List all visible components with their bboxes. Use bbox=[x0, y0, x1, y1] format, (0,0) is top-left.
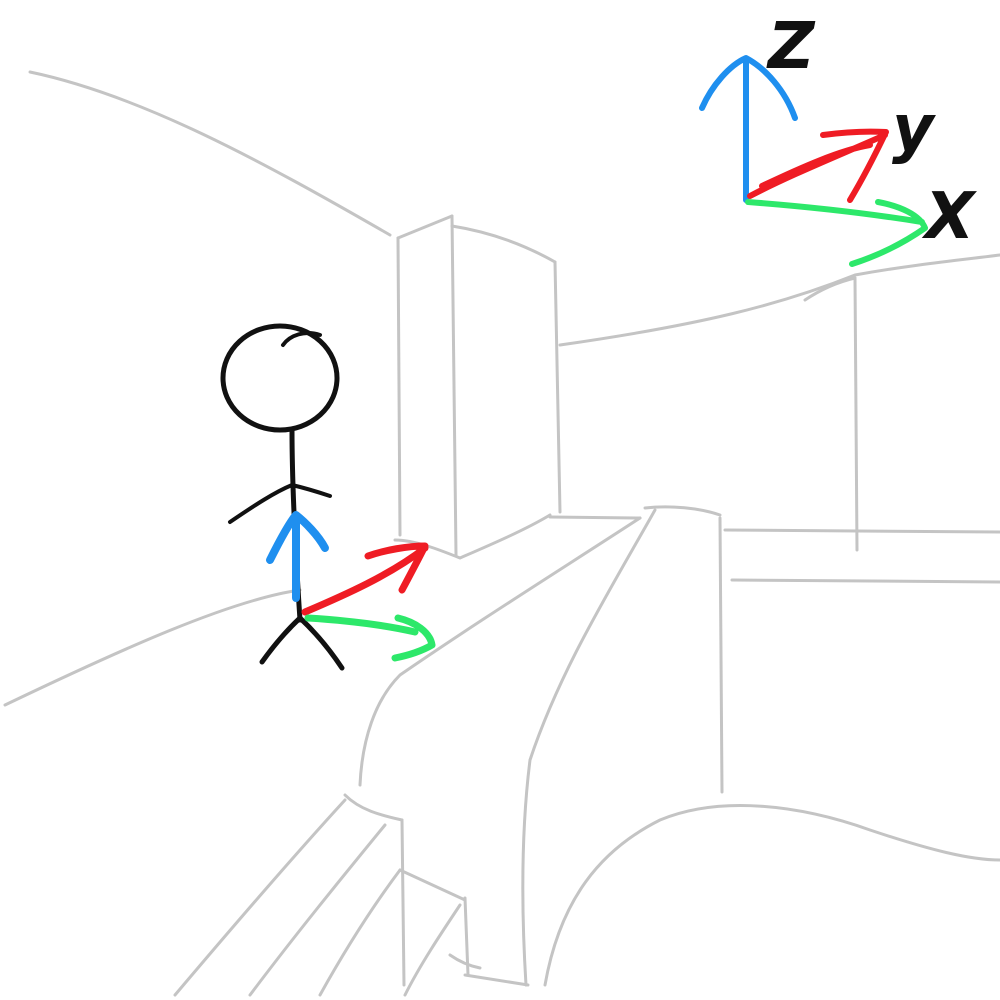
back-wall-top bbox=[558, 253, 1000, 347]
y-axis-label: y bbox=[892, 92, 936, 166]
level-geometry bbox=[3, 70, 1000, 997]
world-x-axis-arrow-icon bbox=[745, 199, 928, 267]
figure-right-leg bbox=[297, 615, 345, 671]
pillar-top-left bbox=[396, 214, 454, 240]
z-axis-label: Z bbox=[766, 10, 816, 84]
stair-post-2 bbox=[463, 896, 470, 977]
stair-edge-1 bbox=[173, 798, 347, 997]
pillar-base bbox=[393, 513, 552, 560]
pillar-front-right bbox=[450, 214, 458, 557]
back-floor-line-2 bbox=[730, 578, 1000, 584]
stair-ledge bbox=[343, 793, 404, 822]
figure-arms bbox=[228, 483, 332, 524]
world-axis-gizmo: Z y X bbox=[699, 10, 977, 267]
stair-step-top bbox=[398, 868, 467, 902]
ceiling-edge-left bbox=[28, 70, 392, 237]
figure-head-hair bbox=[281, 331, 322, 347]
figure-head bbox=[220, 323, 340, 433]
local-x-arrow-icon bbox=[304, 614, 436, 662]
pillar-top-right bbox=[450, 224, 557, 264]
x-axis-label: X bbox=[921, 180, 977, 254]
walkway-end bbox=[643, 505, 722, 517]
walkway-left-edge bbox=[358, 516, 642, 787]
back-wall-corner bbox=[853, 276, 859, 552]
pillar-front-left bbox=[396, 236, 402, 537]
stair-step-low bbox=[448, 953, 482, 970]
stair-base bbox=[463, 973, 530, 987]
local-axes bbox=[266, 511, 436, 662]
pillar-side-right bbox=[553, 260, 562, 514]
walkway-right-edge bbox=[521, 508, 657, 987]
walkway-drop bbox=[718, 516, 724, 794]
world-y-axis-arrow-icon bbox=[747, 128, 889, 203]
stair-edge-3 bbox=[318, 868, 402, 997]
stair-post bbox=[400, 818, 406, 987]
world-z-axis-arrow-icon bbox=[699, 55, 798, 203]
floor-edge-left bbox=[3, 588, 302, 707]
back-wall-bevel bbox=[803, 276, 857, 302]
back-floor-line bbox=[723, 528, 1000, 534]
lower-floor-curve bbox=[543, 804, 1000, 987]
figure-left-leg bbox=[259, 615, 303, 665]
local-z-up-arrow-icon bbox=[266, 511, 329, 602]
local-y-arrow-icon bbox=[301, 542, 429, 616]
walkway-top-edge bbox=[548, 515, 642, 520]
stair-edge-4 bbox=[403, 903, 462, 997]
stair-edge-2 bbox=[248, 823, 387, 997]
